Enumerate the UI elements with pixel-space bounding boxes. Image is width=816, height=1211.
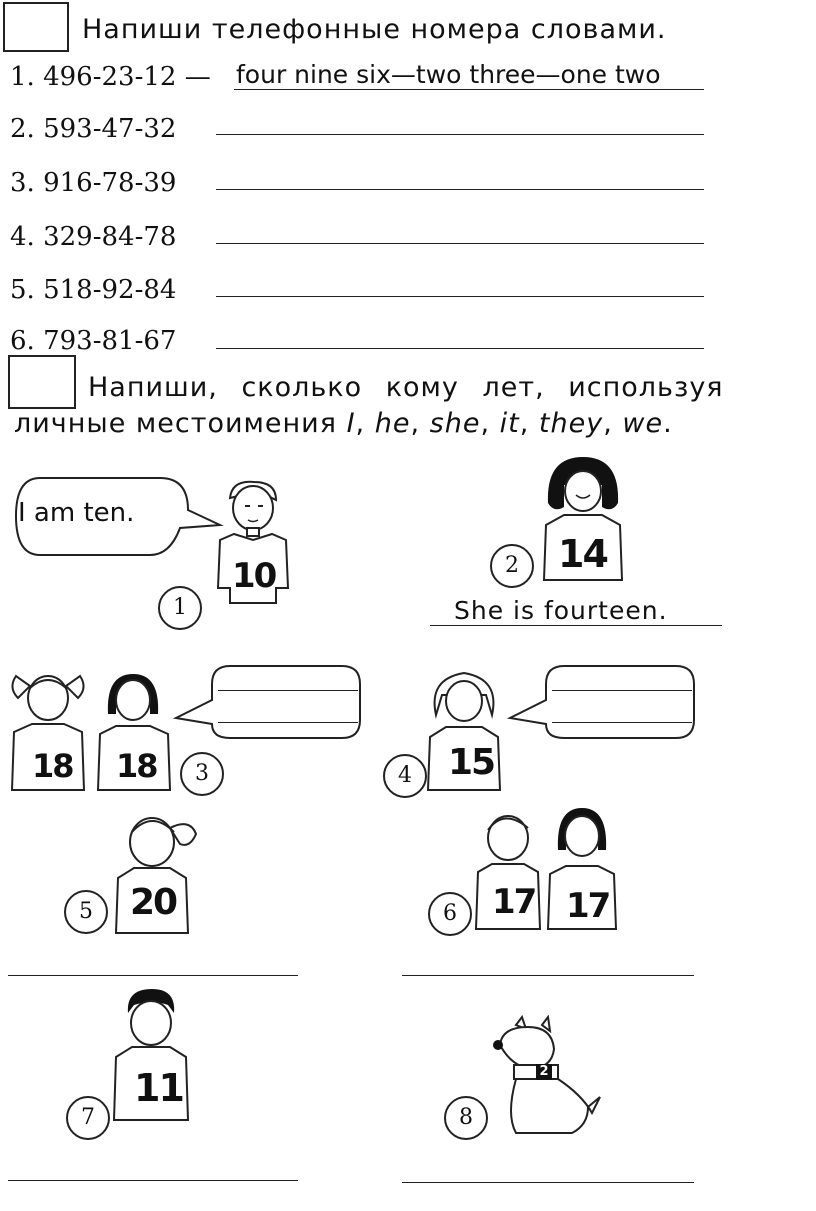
bubble-4-line-2[interactable] [552, 722, 692, 723]
picture-number-2: 2 [490, 544, 534, 588]
period: . [663, 408, 673, 439]
task2-title-line2: личные местоимения I, he, she, it, they,… [14, 408, 673, 439]
picture-number-6: 6 [428, 892, 472, 936]
phone-row-6-label: 6. 793-81-67 [10, 326, 177, 356]
boy-girl-17-illustration [474, 808, 618, 930]
answer-line-picture-7[interactable] [8, 1180, 298, 1181]
jersey-number-4: 15 [448, 742, 496, 783]
task2-title-line1: Напиши, сколько кому лет, используя [88, 372, 724, 403]
two-girls-18-illustration [10, 674, 172, 791]
phone-row-3-label: 3. 916-78-39 [10, 168, 177, 198]
picture-number-1: 1 [158, 586, 202, 630]
task1-title: Напиши телефонные номера словами. [82, 14, 667, 45]
phone-row-2-label: 2. 593-47-32 [10, 114, 177, 144]
picture-number-3: 3 [180, 752, 224, 796]
pronoun-he: he [374, 408, 411, 439]
speech-text-1: I am ten. [18, 498, 135, 528]
speech-bubble-3 [172, 665, 361, 739]
task2-checkbox[interactable] [8, 355, 76, 409]
answer-line-3[interactable] [216, 189, 704, 190]
answer-line-5[interactable] [216, 296, 704, 297]
picture-number-7: 7 [66, 1096, 110, 1140]
answer-line-2[interactable] [216, 134, 704, 135]
jersey-number-2: 14 [558, 532, 609, 576]
girl-15-illustration [426, 671, 502, 791]
answer-line-picture-5[interactable] [8, 975, 298, 976]
speech-bubble-1 [14, 477, 224, 556]
answer-text-2: She is fourteen. [454, 596, 668, 625]
pronoun-i: I [346, 408, 356, 439]
comma: , [355, 408, 366, 439]
answer-line-picture-8[interactable] [402, 1182, 694, 1183]
picture-number-8: 8 [444, 1096, 488, 1140]
phone-row-1-answer: four nine six—two three—one two [236, 60, 661, 89]
phone-row-4-label: 4. 329-84-78 [10, 222, 177, 252]
comma: , [603, 408, 613, 439]
picture-number-5: 5 [64, 890, 108, 934]
pronoun-she: she [429, 408, 481, 439]
bubble-3-line-2[interactable] [218, 722, 358, 723]
jersey-number-3-left: 18 [32, 747, 75, 785]
jersey-number-6-left: 17 [492, 882, 537, 922]
dog-collar-number: 2 [536, 1064, 552, 1080]
boy-11-illustration [112, 989, 190, 1121]
jersey-number-6-right: 17 [566, 886, 611, 926]
phone-row-5-label: 5. 518-92-84 [10, 275, 177, 305]
comma: , [480, 408, 491, 439]
answer-line-picture-2[interactable] [430, 625, 722, 626]
jersey-number-7: 11 [134, 1066, 185, 1110]
jersey-number-1: 10 [232, 556, 277, 596]
task1-checkbox[interactable] [3, 2, 69, 52]
answer-line-6[interactable] [216, 348, 704, 349]
answer-line-1[interactable] [234, 89, 704, 90]
pronoun-we: we [622, 408, 664, 439]
comma: , [410, 408, 421, 439]
jersey-number-3-right: 18 [116, 747, 159, 785]
pronoun-they: they [538, 408, 604, 439]
comma: , [519, 408, 530, 439]
speech-bubble-4 [506, 665, 695, 739]
jersey-number-5: 20 [130, 882, 178, 923]
phone-row-1-label: 1. 496-23-12 — [10, 62, 211, 92]
pronoun-it: it [499, 408, 520, 439]
answer-line-picture-6[interactable] [402, 975, 694, 976]
girl-20-illustration [114, 817, 198, 934]
bubble-3-line-1[interactable] [218, 690, 358, 691]
answer-line-4[interactable] [216, 243, 704, 244]
task2-title-line2-prefix: личные местоимения [14, 408, 337, 439]
bubble-4-line-1[interactable] [552, 690, 692, 691]
boy-10-illustration [216, 480, 290, 604]
girl-14-illustration [542, 457, 624, 581]
picture-number-4: 4 [383, 754, 427, 798]
